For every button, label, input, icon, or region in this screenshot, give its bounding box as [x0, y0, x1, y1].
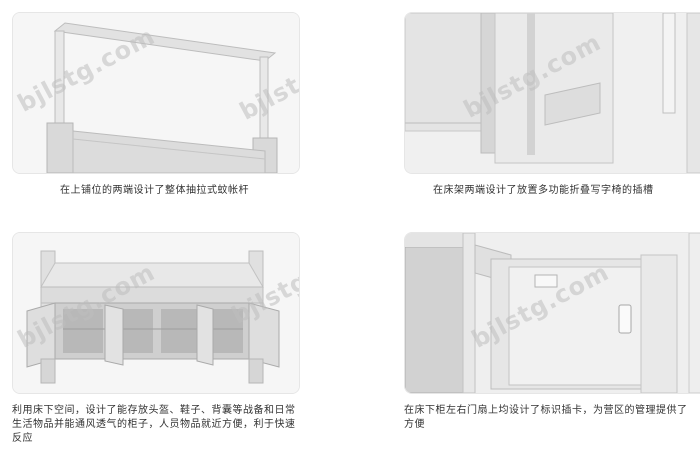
cabinet-open-image: [13, 233, 299, 393]
caption-2: 在床架两端设计了放置多功能折叠写字椅的插槽: [433, 185, 654, 196]
cabinet-door-image: [405, 233, 700, 393]
caption-3: 利用床下空间，设计了能存放头盔、鞋子、背囊等战备和日常生活物品并能通风透气的柜子…: [12, 405, 296, 444]
caption-4: 在床下柜左右门扇上均设计了标识插卡，为营区的管理提供了方便: [404, 405, 688, 430]
photo-under-bed-cabinet: bjlstg.com bjlstg.com: [12, 232, 300, 394]
bed-end-slot-image: [405, 13, 700, 173]
photo-label-card-door: bjlstg.com: [404, 232, 700, 394]
photo-mosquito-net-pole: bjlstg.com bjlstg.com: [12, 12, 300, 174]
bed-frame-top-image: [13, 13, 299, 173]
photo-chair-slot: bjlstg.com: [404, 12, 700, 174]
caption-1: 在上铺位的两端设计了整体抽拉式蚊帐杆: [60, 185, 249, 196]
